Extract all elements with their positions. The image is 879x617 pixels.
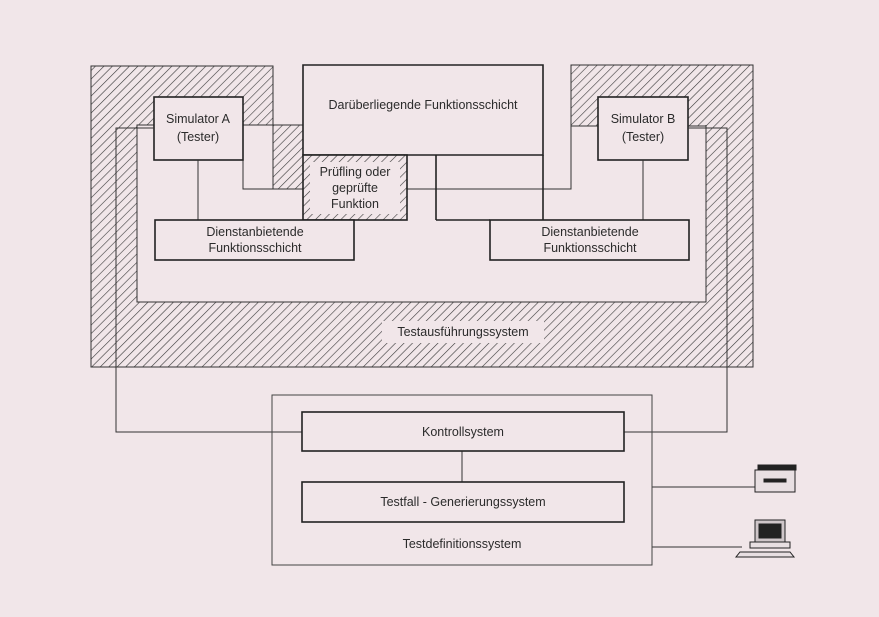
- service-layer-right-line-2: Funktionsschicht: [543, 241, 637, 255]
- connector-simulator-b-to-control: [624, 127, 728, 433]
- service-layer-right: Dienstanbietende Funktionsschicht: [489, 219, 690, 261]
- generation-system-label: Testfall - Generierungssystem: [380, 495, 545, 509]
- control-system-label: Kontrollsystem: [422, 425, 504, 439]
- execution-system-label: Testausführungssystem: [397, 325, 528, 339]
- computer-terminal-icon: [734, 519, 796, 558]
- simulator-b: Simulator B (Tester): [597, 96, 689, 220]
- service-layer-right-line-1: Dienstanbietende: [541, 225, 638, 239]
- simulator-b-box: [597, 96, 689, 161]
- upper-layer-label: Darüberliegende Funktionsschicht: [329, 98, 519, 112]
- test-definition-system: Kontrollsystem Testfall - Generierungssy…: [271, 394, 653, 566]
- printer-top-shadow: [757, 464, 797, 471]
- upper-function-layer: Darüberliegende Funktionsschicht: [302, 64, 544, 221]
- device-under-test: Prüfling oder geprüfte Funktion: [302, 154, 408, 221]
- service-layer-left-line-1: Dienstanbietende: [206, 225, 303, 239]
- definition-system-label: Testdefinitionssystem: [403, 537, 522, 551]
- service-layer-left-line-2: Funktionsschicht: [208, 241, 302, 255]
- definition-system-box: [271, 394, 653, 566]
- simulator-b-line-2: (Tester): [622, 130, 664, 144]
- terminal-screen: [758, 523, 782, 539]
- connector-simulator-a-to-control: [115, 127, 302, 433]
- service-layer-left-box: [154, 219, 355, 261]
- simulator-a: Simulator A (Tester): [153, 96, 244, 220]
- execution-label-background: [382, 321, 544, 343]
- device-under-test-line-2: geprüfte: [332, 181, 378, 195]
- printer-icon: [754, 464, 797, 493]
- simulator-b-line-1: Simulator B: [611, 112, 676, 126]
- simulator-a-line-2: (Tester): [177, 130, 219, 144]
- service-layer-right-box: [489, 219, 690, 261]
- printer-slot: [763, 478, 787, 483]
- control-system-box: [301, 411, 625, 452]
- service-layer-left: Dienstanbietende Funktionsschicht: [154, 219, 355, 261]
- device-under-test-line-3: Funktion: [331, 197, 379, 211]
- simulator-a-box: [153, 96, 244, 161]
- generation-system-box: [301, 481, 625, 523]
- connection-lines: [115, 127, 755, 548]
- terminal-base: [749, 541, 791, 549]
- device-under-test-line-1: Prüfling oder: [320, 165, 391, 179]
- terminal-keyboard: [734, 551, 796, 558]
- device-under-test-text-bg: [310, 162, 400, 214]
- simulator-a-line-1: Simulator A: [166, 112, 231, 126]
